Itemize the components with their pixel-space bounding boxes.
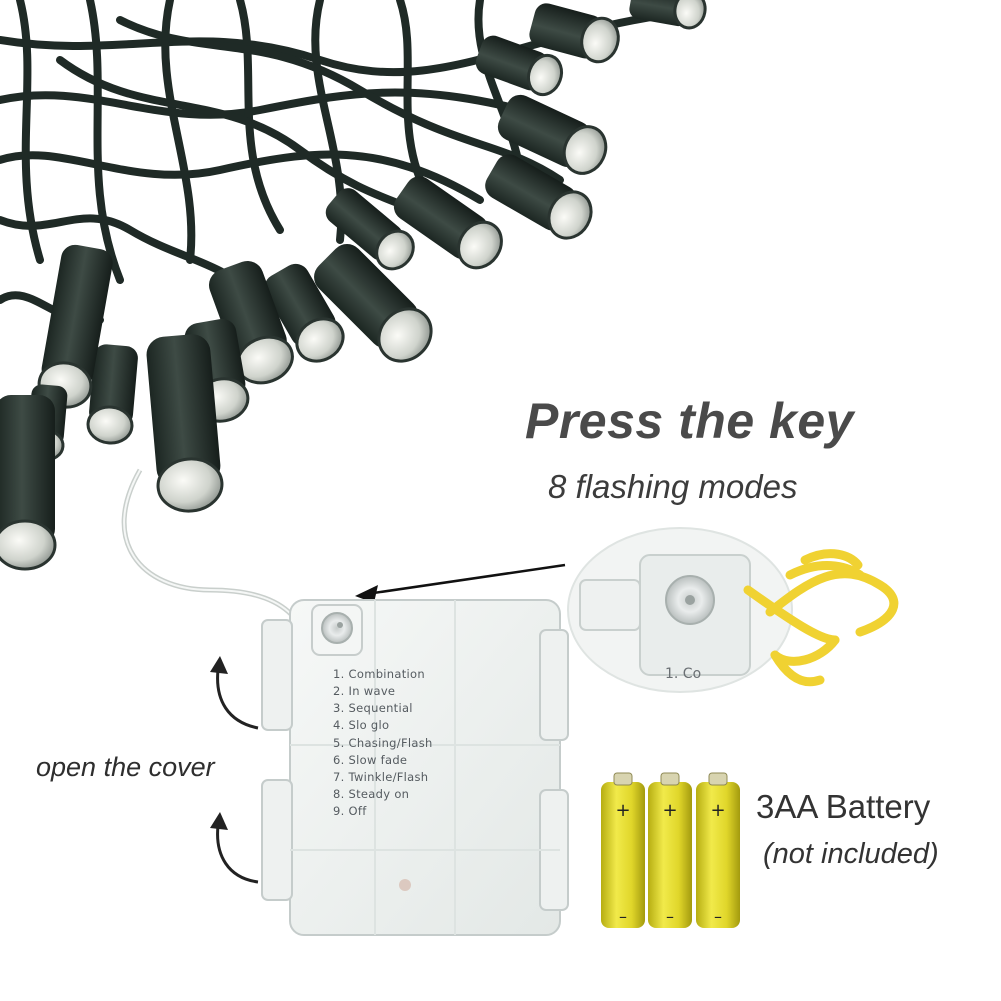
led-bulb bbox=[393, 176, 503, 270]
led-bulb bbox=[325, 188, 415, 271]
led-bulb bbox=[0, 395, 57, 571]
open-arrow-upper bbox=[216, 669, 259, 730]
hand-pointer-icon bbox=[743, 549, 899, 687]
svg-text:–: – bbox=[714, 907, 722, 926]
zoom-mode-label: 1. Co bbox=[665, 666, 702, 682]
mode-item: 3. Sequential bbox=[333, 701, 413, 715]
svg-text:+: + bbox=[615, 800, 630, 821]
mode-key-button bbox=[321, 612, 353, 644]
svg-text:–: – bbox=[666, 907, 674, 926]
svg-text:+: + bbox=[662, 800, 677, 821]
led-bulb bbox=[264, 263, 345, 363]
led-bulb bbox=[529, 3, 620, 64]
subheadline: 8 flashing modes bbox=[548, 468, 798, 505]
open-arrow-lower bbox=[216, 825, 259, 884]
zoom-inset bbox=[567, 527, 793, 693]
svg-text:+: + bbox=[710, 800, 725, 821]
led-bulb bbox=[497, 94, 608, 175]
battery-title: 3AA Battery bbox=[756, 788, 931, 825]
aa-battery: + – bbox=[696, 772, 740, 928]
svg-text:–: – bbox=[619, 907, 627, 926]
led-bulb bbox=[314, 244, 433, 363]
mode-item: 5. Chasing/Flash bbox=[333, 736, 433, 750]
battery-box bbox=[261, 599, 569, 936]
led-bulbs bbox=[0, 0, 707, 571]
mode-item: 9. Off bbox=[333, 804, 367, 818]
led-bulb bbox=[629, 0, 707, 30]
aa-battery: + – bbox=[601, 772, 645, 928]
battery-note: (not included) bbox=[763, 838, 939, 870]
mode-item: 7. Twinkle/Flash bbox=[333, 770, 429, 784]
led-bulb bbox=[86, 344, 138, 445]
mode-item: 8. Steady on bbox=[333, 787, 410, 801]
aa-batteries: + – + – + – bbox=[601, 772, 740, 928]
mode-item: 1. Combination bbox=[333, 667, 425, 681]
led-bulb bbox=[475, 35, 564, 97]
headline: Press the key bbox=[525, 393, 854, 449]
mode-item: 4. Slo glo bbox=[333, 718, 390, 732]
aa-battery: + – bbox=[648, 772, 692, 928]
mode-item: 2. In wave bbox=[333, 684, 396, 698]
mode-item: 6. Slow fade bbox=[333, 753, 408, 767]
pointer-arrow bbox=[359, 563, 566, 597]
led-bulb bbox=[146, 334, 224, 513]
cover-note: open the cover bbox=[36, 752, 215, 782]
led-bulb bbox=[485, 154, 593, 240]
